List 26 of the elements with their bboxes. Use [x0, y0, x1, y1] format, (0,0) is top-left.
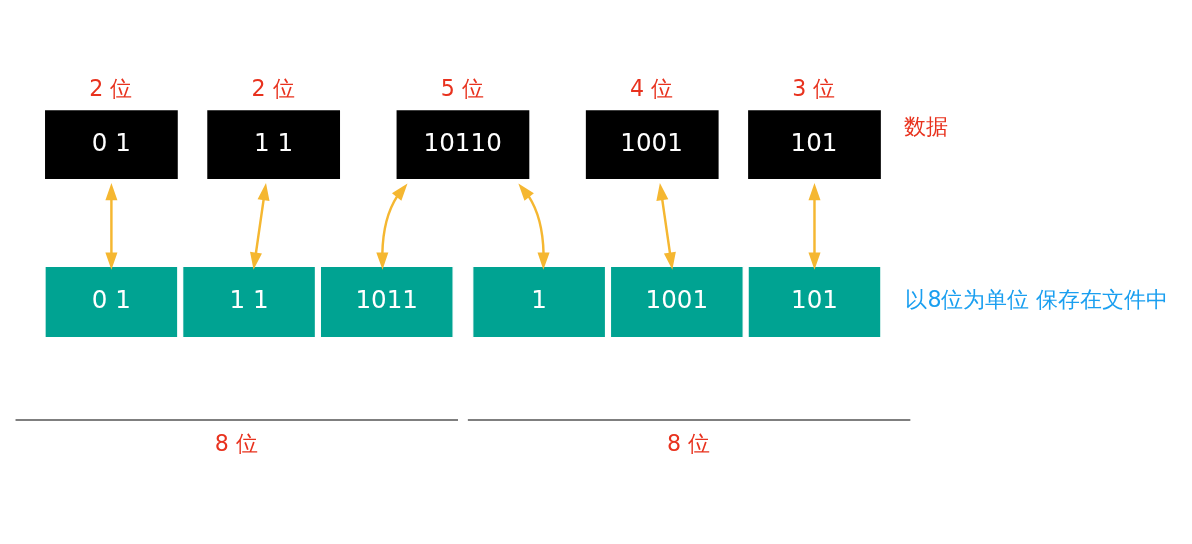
label: 以8位为单位 保存在文件中 [905, 285, 1169, 312]
node-label: 2 位 [251, 74, 295, 101]
node-box: 101 [748, 109, 881, 179]
node-box: 101 [747, 265, 882, 338]
node-box: 1 [472, 265, 607, 338]
label: 8 位 [666, 429, 711, 456]
node-label: 3 位 [792, 74, 836, 101]
arrow [105, 182, 118, 270]
node-box: 1001 [585, 109, 719, 179]
node-box: 1 1 [207, 109, 341, 179]
node-box: 1011 [319, 265, 454, 338]
node-label: 4 位 [630, 74, 674, 101]
label: 8 位 [214, 429, 258, 456]
node-box: 0 1 [45, 109, 178, 179]
arrow [376, 183, 408, 270]
label: 数据 [904, 112, 949, 139]
arrow [250, 182, 270, 270]
node-box: 1 1 [182, 265, 317, 338]
node-label: 2 位 [89, 74, 133, 101]
arrow [808, 182, 821, 270]
node-box: 0 1 [44, 265, 179, 338]
arrow [518, 183, 550, 270]
arrow [656, 182, 676, 270]
node-box: 1001 [609, 265, 744, 338]
node-box: 10110 [396, 109, 530, 179]
node-label: 5 位 [440, 74, 484, 101]
